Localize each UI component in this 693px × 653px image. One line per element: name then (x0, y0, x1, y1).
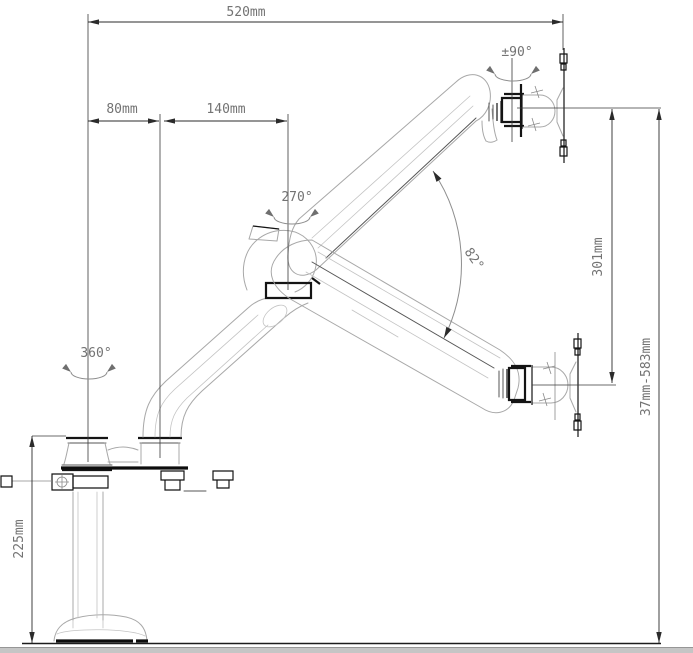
dim-label-pm90: ±90° (501, 45, 532, 60)
dim-total-reach-520: 520mm (88, 5, 563, 25)
dim-elbow-rotation-270: 270° (265, 190, 319, 225)
base-swivel-joints (61, 436, 234, 492)
vesa-plate-top (559, 48, 568, 163)
dim-label-80: 80mm (106, 102, 137, 117)
dim-height-range: 37mm-583mm (639, 109, 662, 643)
monitor-mount-top (488, 84, 564, 137)
dim-label-140: 140mm (206, 102, 245, 117)
monitor-mount-bottom (498, 352, 577, 420)
dim-label-height-range: 37mm-583mm (639, 338, 654, 416)
dim-head-rotation-90: ±90° (486, 45, 540, 82)
dim-vertical-travel-301: 301mm (591, 109, 615, 383)
dim-label-82: 82° (461, 245, 487, 273)
dim-label-520: 520mm (226, 5, 265, 20)
dim-link-length-140: 140mm (164, 102, 287, 124)
rotation-arc-icon (62, 363, 116, 380)
elbow-joint (242, 225, 321, 300)
dim-label-225: 225mm (12, 519, 27, 558)
dim-label-360: 360° (80, 346, 111, 361)
dim-label-301: 301mm (591, 237, 606, 276)
rotation-arc-icon (486, 65, 540, 82)
dim-pole-height-225: 225mm (12, 435, 66, 643)
dim-base-rotation-360: 360° (62, 346, 116, 380)
rotation-arc-icon (265, 208, 319, 225)
upper-arm-raised (287, 74, 498, 276)
dim-pole-offset-80: 80mm (88, 102, 159, 124)
monitor-arm-figure (0, 48, 582, 643)
desk-clamp-base (0, 468, 148, 643)
dim-label-270: 270° (281, 190, 312, 205)
desk-surface (0, 642, 693, 653)
upper-arm-lowered (270, 239, 520, 414)
lower-arm-segment (142, 297, 309, 438)
